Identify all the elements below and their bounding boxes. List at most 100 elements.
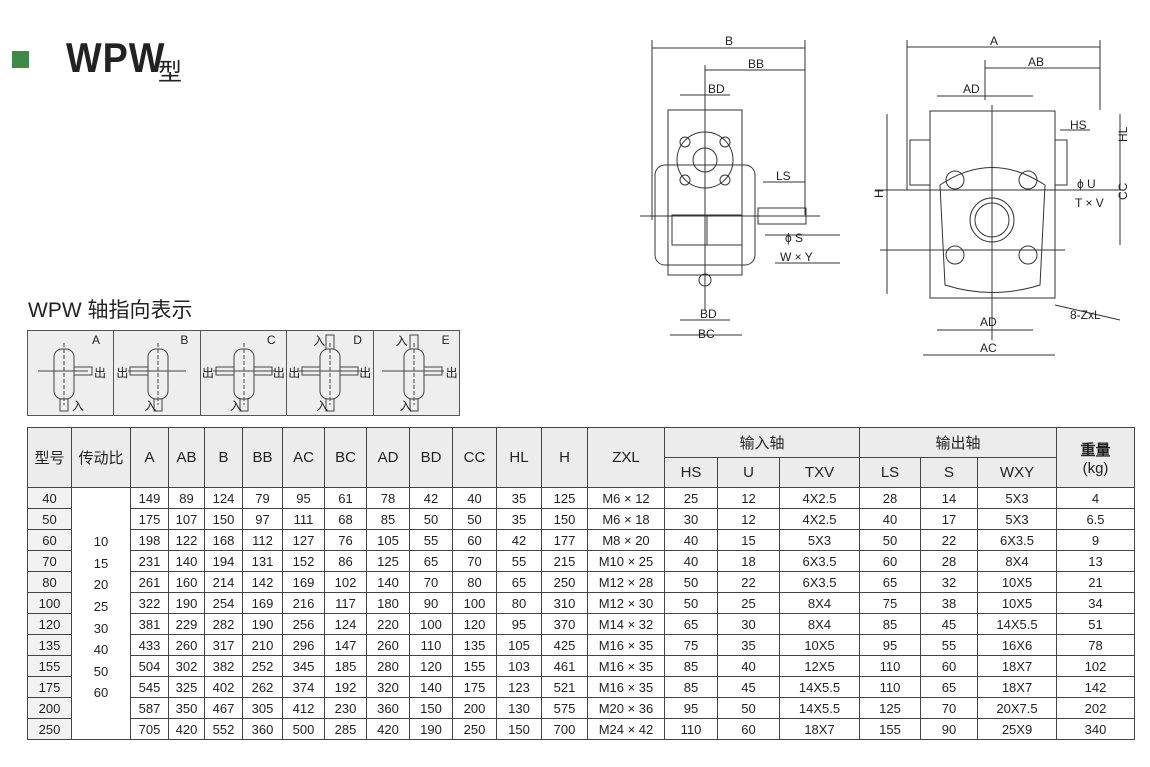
input-label: 入 [144,399,157,413]
table-cell: 112 [242,529,283,551]
dim-HS: HS [1070,118,1087,132]
table-cell: 250 [541,571,588,593]
table-cell: 152 [282,550,325,572]
table-cell: 360 [366,697,410,719]
table-cell: 86 [324,550,367,572]
table-cell: 90 [920,718,978,740]
ratio-value: 20 [93,577,109,593]
dim-BB: BB [748,57,764,71]
table-cell: 260 [366,634,410,656]
header-A: A [130,427,169,488]
dim-H: H [872,189,886,198]
header-AB: AB [168,427,205,488]
table-cell: 125 [366,550,410,572]
table-cell: 76 [324,529,367,551]
table-cell: 169 [242,592,283,614]
dim-BD-bottom: BD [700,307,717,321]
table-cell: 125 [541,487,588,509]
table-cell: 75 [664,634,718,656]
table-cell: 78 [366,487,410,509]
model-cell: 200 [27,697,72,719]
model-cell: 135 [27,634,72,656]
header-ZXL: ZXL [587,427,665,488]
table-cell: 381 [130,613,169,635]
table-cell: 552 [204,718,243,740]
header-model: 型号 [27,427,72,488]
table-cell: 32 [920,571,978,593]
table-cell: 194 [204,550,243,572]
table-cell: 140 [409,676,453,698]
table-cell: 20X7.5 [977,697,1057,719]
table-cell: 50 [409,508,453,530]
model-cell: 250 [27,718,72,740]
header-AD: AD [366,427,410,488]
table-cell: 22 [920,529,978,551]
table-cell: 261 [130,571,169,593]
spec-table: 型号 传动比 A AB B BB AC BC AD BD CC HL H ZXL… [27,427,1135,740]
table-cell: 122 [168,529,205,551]
orientation-E: E 入 出 入 [374,331,459,415]
weight-label: 重量 [1080,441,1111,459]
table-cell: 360 [242,718,283,740]
table-cell: 65 [920,676,978,698]
weight-unit: (kg) [1082,459,1109,477]
table-cell: 75 [859,592,921,614]
page-title: WPW [66,34,166,81]
model-cell: 50 [27,508,72,530]
output-label: 出 [116,366,129,380]
table-cell: 282 [204,613,243,635]
table-cell: 65 [664,613,718,635]
table-cell: 110 [859,655,921,677]
dim-AB: AB [1028,55,1044,69]
table-cell: 135 [452,634,497,656]
table-cell: M20 × 36 [587,697,665,719]
model-cell: 80 [27,571,72,593]
table-cell: 50 [717,697,780,719]
dim-AC: AC [980,341,997,355]
table-cell: 147 [324,634,367,656]
table-cell: 10X5 [779,634,860,656]
table-cell: 28 [859,487,921,509]
model-cell: 40 [27,487,72,509]
header-B: B [204,427,243,488]
section-marker [12,51,29,68]
table-cell: 85 [664,676,718,698]
table-cell: 103 [496,655,542,677]
table-cell: 60 [452,529,497,551]
table-cell: 50 [664,592,718,614]
table-cell: 110 [664,718,718,740]
table-cell: 180 [366,592,410,614]
table-cell: 280 [366,655,410,677]
table-cell: 350 [168,697,205,719]
table-cell: 60 [920,655,978,677]
table-cell: M6 × 18 [587,508,665,530]
orientation-title: WPW 轴指向表示 [28,299,193,322]
table-cell: 220 [366,613,410,635]
ratio-value: 30 [93,620,109,636]
header-U: U [717,457,780,488]
front-view-drawing: A AB AD HS HL ϕ U T × V CC H 8-ZxL AD AC [872,34,1130,356]
table-cell: 40 [717,655,780,677]
table-cell: 42 [409,487,453,509]
table-cell: 160 [168,571,205,593]
table-cell: 252 [242,655,283,677]
output-label: 出 [445,366,458,380]
table-cell: M16 × 35 [587,676,665,698]
table-cell: M12 × 30 [587,592,665,614]
dim-U: ϕ U [1077,177,1096,191]
table-cell: 142 [242,571,283,593]
table-cell: 28 [920,550,978,572]
table-cell: 285 [324,718,367,740]
table-cell: 374 [282,676,325,698]
table-cell: 22 [717,571,780,593]
table-cell: 175 [130,508,169,530]
table-cell: M6 × 12 [587,487,665,509]
orientation-letter: A [92,333,101,347]
table-cell: M10 × 25 [587,550,665,572]
table-cell: 14X5.5 [779,697,860,719]
table-cell: 14 [920,487,978,509]
table-cell: 412 [282,697,325,719]
table-cell: 35 [717,634,780,656]
